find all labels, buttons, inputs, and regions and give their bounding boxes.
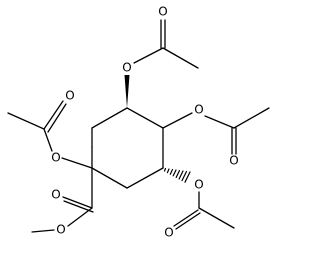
c1-acetoxy-group: O O (7, 89, 93, 169)
ring-bond-c5-c6 (126, 167, 164, 189)
atom-label-oxygen: O (51, 188, 60, 202)
bond-carbonyl-carbon-methyl (7, 112, 45, 130)
atom-label-oxygen: O (122, 61, 131, 75)
chemical-structure-diagram: O O O O O O O O (7, 5, 270, 240)
atom-label-oxygen: O (158, 5, 167, 19)
methyl-ester-group: O O (31, 167, 94, 237)
bond-carbonyl-carbon-methyl (233, 107, 270, 129)
bond-o-carbonyl-carbon (204, 115, 235, 129)
double-bond-carbonyl-2 (47, 103, 67, 133)
ring-bond-c6-c1 (91, 167, 128, 189)
atom-label-oxygen: O (194, 178, 203, 192)
atom-label-oxygen: O (65, 89, 74, 103)
c3-acetoxy-group: O O (122, 5, 199, 108)
double-bond-carbonyl-2 (175, 212, 201, 230)
atom-label-oxygen: O (164, 226, 173, 240)
atom-label-oxygen: O (51, 151, 60, 165)
double-bond-carbonyl-1 (43, 100, 64, 130)
atom-label-oxygen: O (229, 154, 238, 168)
ring-bond-c3-c4 (126, 107, 164, 129)
bond-carbonyl-carbon-methyl (198, 207, 235, 229)
bond-c1-o (61, 157, 93, 169)
hashed-wedge-bond-c5-o (163, 167, 191, 183)
c4-acetoxy-group: O O (162, 103, 270, 168)
bond-o-carbonyl-carbon (133, 47, 164, 64)
bond-c4-o (162, 112, 193, 129)
bond-carbonyl-carbon-methyl (162, 47, 199, 69)
double-bond-ester-carbonyl-1 (62, 196, 93, 209)
ring-bond-c2-c3 (91, 107, 128, 129)
bond-o-methyl (31, 229, 55, 233)
wedge-bond-c3-o (124, 75, 130, 108)
cyclohexane-ring (91, 107, 164, 189)
bond-ester-carbon-o (67, 207, 93, 227)
double-bond-carbonyl-1 (173, 209, 199, 227)
atom-label-oxygen: O (194, 103, 203, 117)
bond-o-carbonyl-carbon (43, 128, 53, 152)
atom-label-oxygen: O (56, 223, 65, 237)
c5-acetoxy-group: O O (163, 167, 235, 240)
